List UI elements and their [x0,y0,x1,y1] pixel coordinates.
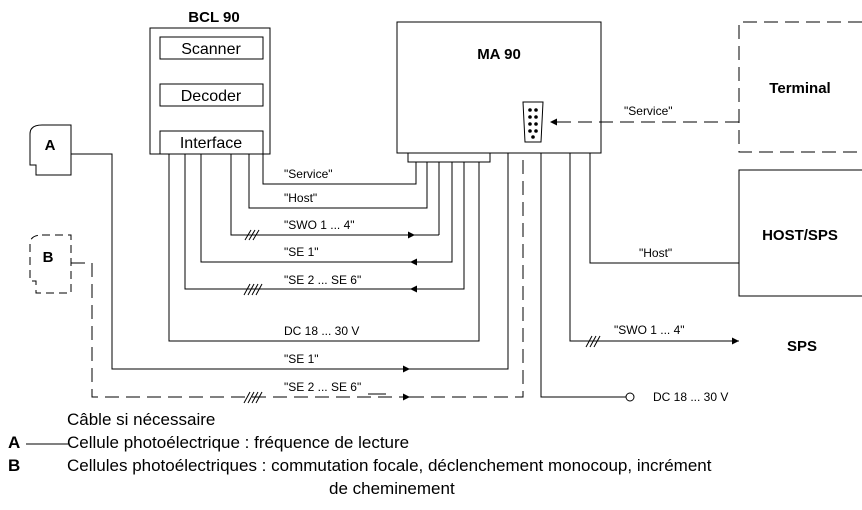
sensor-a-label: A [45,137,56,154]
legend-cable-note: Câble si nécessaire [67,410,216,429]
ma90-title: MA 90 [477,46,521,63]
swo-bcl-label: "SWO 1 ... 4" [284,218,355,232]
sensor-b-block [29,234,72,294]
bus-hatch-se26-b [243,391,263,404]
sensor-a-block [29,124,72,176]
se1-a-line [71,153,410,373]
host-sps-line [589,153,739,264]
sensor-b-label: B [43,249,54,266]
dc-ma-line [540,153,626,398]
bcl90-title: BCL 90 [188,9,239,26]
se1-bcl-label: "SE 1" [284,245,319,259]
swo-sps-label: "SWO 1 ... 4" [614,323,685,337]
host-bcl-line [248,154,428,209]
host-sps-label: "Host" [639,246,672,260]
legend-b-text-line1: Cellules photoélectriques : commutation … [67,456,712,475]
se26-b-label: "SE 2 ... SE 6" [284,380,361,394]
service-connector-icon [522,101,544,143]
terminal-title: Terminal [769,80,830,97]
service-bcl-line [262,154,417,185]
ma90-block [396,21,602,154]
sps-title: SPS [787,338,817,355]
legend-a-text: Cellule photoélectrique : fréquence de l… [67,433,410,452]
service-terminal-label: "Service" [624,104,673,118]
se26-bcl-line [410,162,465,293]
bus-hatch-se26-bcl [243,283,263,296]
se1-bcl-line [410,162,453,266]
se1-a-label: "SE 1" [284,352,319,366]
legend-a-line [26,443,68,445]
bus-hatch-swo-bcl [244,229,260,241]
dc-ma-terminal [625,392,635,402]
se26-bcl-label: "SE 2 ... SE 6" [284,273,361,287]
host-sps-title: HOST/SPS [762,227,838,244]
bcl90-interface-label: Interface [180,135,242,152]
service-bcl-label: "Service" [284,167,333,181]
dc-bcl-label: DC 18 ... 30 V [284,324,359,338]
legend-b-text-line2: de cheminement [329,479,455,498]
bcl90-decoder-label: Decoder [181,88,242,105]
ma90-terminal-strip [407,152,491,163]
dc-bcl-line [168,154,480,342]
se26-b-line [71,262,410,401]
legend-a-key: A [8,433,21,452]
bcl90-interface-box [159,130,264,155]
legend-b-key: B [8,456,21,475]
bcl90-decoder-box [159,83,264,107]
host-bcl-label: "Host" [284,191,317,205]
host-sps-block [738,169,862,297]
swo-sps-line [569,153,739,345]
swo-bcl-line [230,154,415,239]
bus-hatch-swo-sps [585,335,601,348]
dc-ma-label: DC 18 ... 30 V [653,390,728,404]
bcl90-scanner-box [159,36,264,60]
bcl90-scanner-label: Scanner [181,41,241,58]
